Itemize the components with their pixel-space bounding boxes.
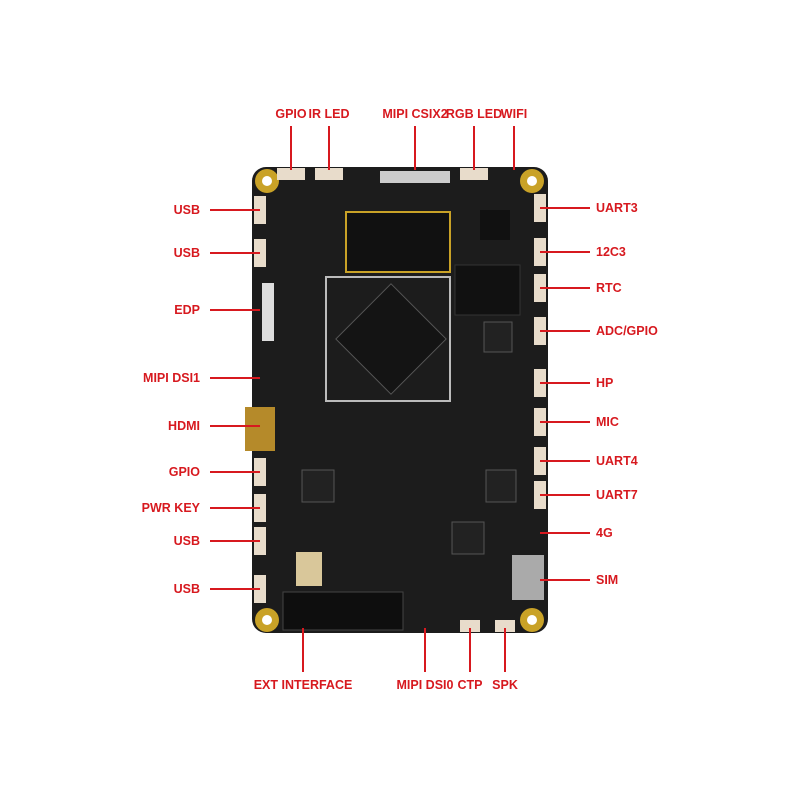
- leader-line: [540, 494, 590, 496]
- leader-line: [513, 126, 515, 170]
- label-left-6: PWR KEY: [141, 501, 200, 515]
- leader-line: [540, 251, 590, 253]
- label-left-7: USB: [173, 534, 200, 548]
- label-bottom-3: SPK: [492, 678, 518, 692]
- relay: [296, 552, 322, 586]
- label-right-1: 12C3: [596, 245, 626, 259]
- wire-connector: [460, 168, 488, 180]
- label-bottom-0: EXT INTERFACE: [253, 678, 353, 692]
- leader-line: [414, 126, 416, 170]
- leader-line: [469, 628, 471, 672]
- label-top-1: IR LED: [308, 107, 350, 121]
- leader-line: [210, 507, 260, 509]
- leader-line: [290, 126, 292, 170]
- leader-line: [424, 628, 426, 672]
- leader-line: [504, 628, 506, 672]
- label-right-0: UART3: [596, 201, 638, 215]
- leader-line: [473, 126, 475, 170]
- inductor: [301, 469, 335, 503]
- rockchip-soc: [335, 283, 447, 395]
- emmc-chip: [454, 264, 521, 316]
- leader-line: [210, 252, 260, 254]
- leader-line: [302, 628, 304, 672]
- label-left-8: USB: [173, 582, 200, 596]
- leader-line: [540, 287, 590, 289]
- label-top-2: MIPI CSIX2: [382, 107, 448, 121]
- leader-line: [328, 126, 330, 170]
- leader-line: [540, 532, 590, 534]
- label-left-3: MIPI DSI1: [143, 371, 200, 385]
- label-right-8: 4G: [596, 526, 613, 540]
- label-top-3: RGB LED: [445, 107, 503, 121]
- leader-line: [210, 377, 260, 379]
- label-left-4: HDMI: [168, 419, 200, 433]
- label-bottom-2: CTP: [457, 678, 483, 692]
- mounting-hole: [255, 169, 544, 632]
- inductor: [451, 521, 485, 555]
- wire-connector: [254, 527, 266, 555]
- label-left-0: USB: [173, 203, 200, 217]
- label-left-2: EDP: [174, 303, 200, 317]
- leader-line: [210, 209, 260, 211]
- wire-connector: [315, 168, 343, 180]
- wire-connector: [254, 494, 266, 522]
- leader-line: [210, 425, 260, 427]
- label-top-0: GPIO: [275, 107, 307, 121]
- leader-line: [210, 540, 260, 542]
- leader-line: [210, 309, 260, 311]
- edp-connector: [262, 283, 274, 341]
- leader-line: [540, 579, 590, 581]
- inductor: [485, 469, 517, 503]
- wifi-chip: [480, 210, 510, 240]
- wire-connector: [460, 620, 480, 632]
- wire-connector: [254, 196, 266, 224]
- ext-header: [282, 591, 404, 631]
- leader-line: [210, 588, 260, 590]
- label-left-5: GPIO: [168, 465, 200, 479]
- label-right-3: ADC/GPIO: [596, 324, 658, 338]
- leader-line: [540, 330, 590, 332]
- leader-line: [540, 207, 590, 209]
- label-top-4: WIFI: [500, 107, 528, 121]
- label-right-7: UART7: [596, 488, 638, 502]
- csi-connector: [380, 171, 450, 183]
- wire-connector: [254, 239, 266, 267]
- label-right-2: RTC: [596, 281, 622, 295]
- wire-connector: [495, 620, 515, 632]
- label-right-4: HP: [596, 376, 614, 390]
- leader-line: [540, 421, 590, 423]
- hdmi-port: [245, 407, 275, 451]
- label-right-9: SIM: [596, 573, 619, 587]
- soc-outline: [325, 276, 451, 402]
- wire-connector: [254, 458, 266, 486]
- label-right-5: MIC: [596, 415, 619, 429]
- sim-slot: [512, 555, 544, 600]
- inductor: [483, 321, 513, 353]
- leader-line: [540, 382, 590, 384]
- wire-connector: [254, 575, 266, 603]
- label-left-1: USB: [173, 246, 200, 260]
- leader-line: [210, 471, 260, 473]
- label-right-6: UART4: [596, 454, 638, 468]
- wire-connector: [277, 168, 305, 180]
- label-bottom-1: MIPI DSI0: [396, 678, 454, 692]
- leader-line: [540, 460, 590, 462]
- ram-chip: [345, 211, 451, 273]
